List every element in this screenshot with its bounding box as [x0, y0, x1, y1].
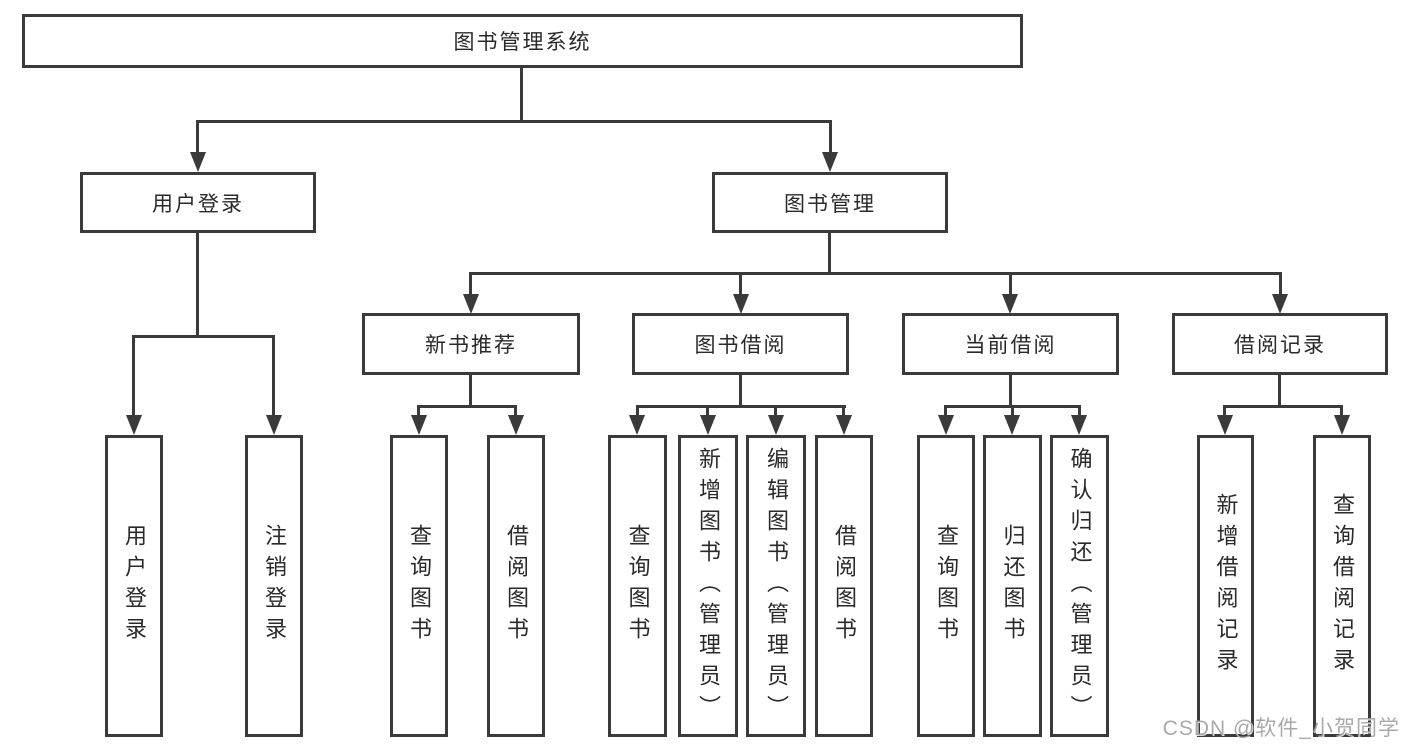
node-label: 用户登录: [122, 524, 147, 648]
node-label: 图书管理系统: [453, 31, 592, 54]
leaf-borrow-books-borrowing: 借阅图书: [815, 435, 873, 737]
connector-stem: [829, 120, 832, 154]
node-label: 查询图书: [407, 524, 432, 648]
connector-stem: [636, 405, 639, 419]
leaf-query-books-borrowing: 查询图书: [608, 435, 667, 737]
connector-hline: [636, 405, 846, 408]
arrowhead-down: [508, 415, 524, 435]
connector-stem: [1011, 405, 1014, 419]
node-label: 归还图书: [1000, 524, 1026, 648]
leaf-query-books-recommendation: 查询图书: [390, 435, 448, 737]
leaf-borrow-books-recommendation: 借阅图书: [487, 435, 545, 737]
node-label: 查询借阅记录: [1330, 493, 1355, 679]
arrowhead-down: [629, 415, 645, 435]
leaf-add-borrow-record: 新增借阅记录: [1197, 435, 1254, 737]
node-label: 确认归还（管理员）: [1067, 446, 1093, 726]
connector-stem: [1078, 405, 1081, 419]
connector-hline: [417, 405, 517, 408]
arrowhead-down: [411, 415, 427, 435]
connector-hline: [469, 272, 1282, 275]
connector-stem: [417, 405, 420, 419]
connector-stem: [1223, 405, 1226, 419]
node-user-login: 用户登录: [80, 172, 316, 233]
connector-stem: [1009, 272, 1012, 296]
connector-hline: [196, 120, 832, 123]
leaf-add-book-admin: 新增图书（管理员）: [678, 435, 738, 737]
connector-stem: [272, 335, 275, 417]
csdn-watermark: CSDN @软件_小贺同学: [1162, 717, 1400, 740]
connector-stem: [469, 272, 472, 296]
connector-stem: [706, 405, 709, 419]
leaf-edit-book-admin: 编辑图书（管理员）: [746, 435, 806, 737]
node-borrowing-records: 借阅记录: [1172, 313, 1388, 375]
arrowhead-down: [768, 415, 784, 435]
arrowhead-down: [266, 415, 282, 435]
node-label: 图书管理: [784, 192, 876, 216]
node-label: 编辑图书（管理员）: [764, 446, 789, 726]
node-label: 注销登录: [262, 524, 287, 648]
connector-vline: [739, 375, 742, 408]
connector-stem: [514, 405, 517, 419]
arrowhead-down: [1004, 415, 1020, 435]
leaf-logout: 注销登录: [245, 435, 303, 737]
node-label: 新书推荐: [425, 334, 517, 357]
connector-stem: [842, 405, 845, 419]
node-library-management-system: 图书管理系统: [22, 14, 1023, 68]
connector-vline: [196, 233, 199, 338]
arrowhead-down: [822, 152, 838, 172]
node-label: 新增图书（管理员）: [696, 446, 721, 726]
arrowhead-down: [700, 415, 716, 435]
arrowhead-down: [836, 415, 852, 435]
connector-hline: [1223, 405, 1343, 408]
arrowhead-down: [1217, 415, 1233, 435]
connector-stem: [1340, 405, 1343, 419]
arrowhead-down: [938, 415, 954, 435]
connector-stem: [1279, 272, 1282, 296]
connector-stem: [132, 335, 135, 417]
connector-vline: [520, 67, 523, 123]
connector-hline: [132, 335, 275, 338]
node-label: 查询图书: [934, 524, 959, 648]
node-book-borrowing: 图书借阅: [632, 313, 849, 375]
arrowhead-down: [1071, 415, 1087, 435]
node-label: 图书借阅: [694, 334, 787, 357]
leaf-return-books: 归还图书: [983, 435, 1042, 737]
arrowhead-down: [733, 294, 749, 314]
arrowhead-down: [463, 294, 479, 314]
connector-vline: [828, 233, 831, 275]
node-label: 新增借阅记录: [1213, 493, 1239, 679]
arrowhead-down: [1334, 415, 1350, 435]
leaf-query-borrow-record: 查询借阅记录: [1313, 435, 1371, 737]
arrowhead-down: [1002, 294, 1018, 314]
node-current-borrowing: 当前借阅: [902, 313, 1119, 375]
connector-vline: [469, 375, 472, 408]
node-new-book-recommendation: 新书推荐: [362, 313, 580, 375]
connector-stem: [739, 272, 742, 296]
node-label: 用户登录: [152, 192, 244, 216]
arrowhead-down: [1272, 294, 1288, 314]
leaf-user-login: 用户登录: [105, 435, 163, 737]
node-label: 借阅记录: [1234, 334, 1326, 357]
connector-vline: [1009, 375, 1012, 408]
leaf-query-books-current: 查询图书: [917, 435, 975, 737]
leaf-confirm-return-admin: 确认归还（管理员）: [1050, 435, 1109, 737]
connector-vline: [1278, 375, 1281, 408]
connector-stem: [196, 120, 199, 154]
node-book-management: 图书管理: [712, 172, 948, 233]
node-label: 当前借阅: [964, 334, 1057, 357]
connector-stem: [944, 405, 947, 419]
arrowhead-down: [190, 152, 206, 172]
node-label: 借阅图书: [832, 524, 857, 648]
node-label: 查询图书: [625, 524, 651, 648]
arrowhead-down: [126, 415, 142, 435]
node-label: 借阅图书: [504, 524, 529, 648]
connector-stem: [774, 405, 777, 419]
